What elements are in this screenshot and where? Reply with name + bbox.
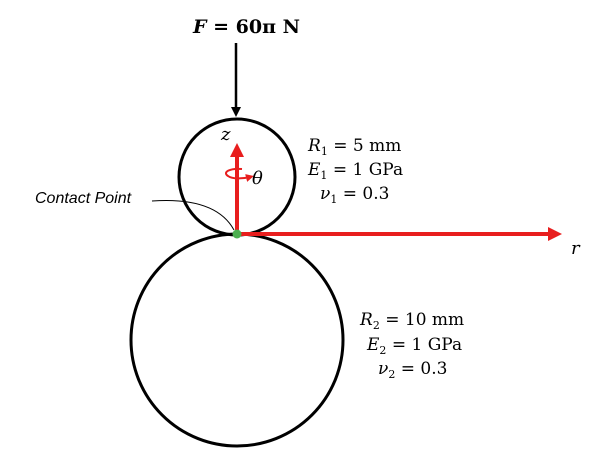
sphere1-poisson: ν1 = 0.3 xyxy=(320,184,390,206)
theta-label: θ xyxy=(252,168,263,189)
force-value: 60π N xyxy=(235,16,301,38)
r-axis-label: r xyxy=(571,238,580,259)
z-axis-label: z xyxy=(221,124,231,145)
sphere1-modulus: E1 = 1 GPa xyxy=(308,160,404,182)
contact-point xyxy=(232,229,242,239)
theta-rotation-arrow xyxy=(224,167,254,182)
sphere2-modulus: E2 = 1 GPa xyxy=(367,335,463,357)
contact-point-label: Contact Point xyxy=(35,190,132,207)
sphere2-poisson: ν2 = 0.3 xyxy=(378,359,448,381)
force-variable: F xyxy=(193,16,207,38)
force-label: F = 60π N xyxy=(193,16,301,38)
sphere2-radius: R2 = 10 mm xyxy=(360,310,465,332)
sphere-2 xyxy=(129,232,345,448)
contact-leader-line xyxy=(151,199,235,231)
sphere1-radius: R1 = 5 mm xyxy=(308,136,402,158)
